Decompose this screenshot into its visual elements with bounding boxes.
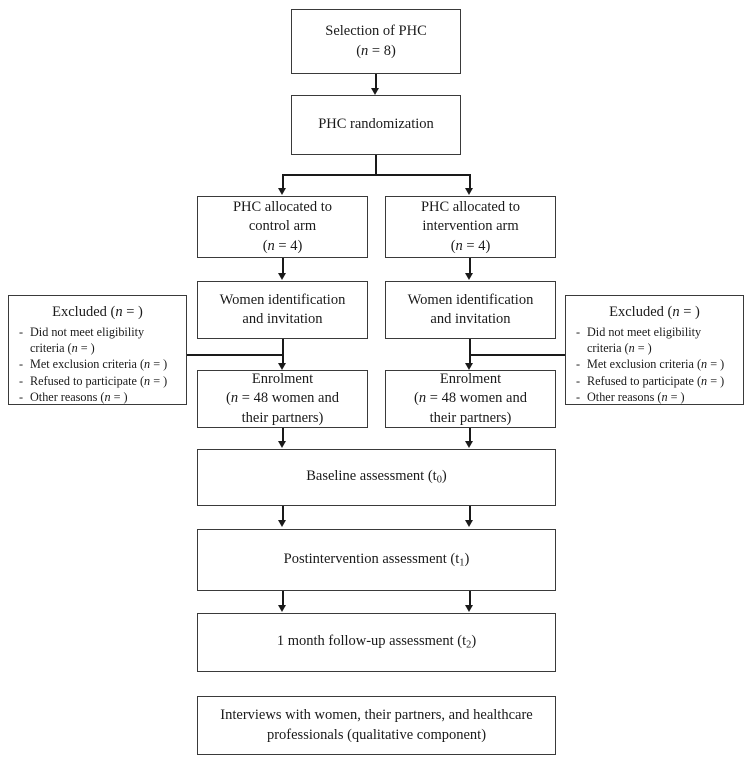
node-selection-label: Selection of PHC [325,23,427,40]
arrowhead-baseline-to-postintervention-left [278,520,287,527]
node-alloc-intervention-line2: intervention arm [422,218,519,235]
excluded-item: Met exclusion criteria (n = ) [575,357,734,373]
connector-split-right-drop [469,174,471,188]
node-enrolment-intervention-line1: (n = 48 women and [414,390,527,407]
arrowhead-baseline-to-postintervention-right [465,520,474,527]
excluded-item: Refused to participate (n = ) [18,374,177,390]
node-randomization-label: PHC randomization [318,116,434,133]
node-interviews-qualitative: Interviews with women, their partners, a… [197,696,556,755]
node-enrolment-control-title: Enrolment [251,371,314,388]
node-interviews-line1: Interviews with women, their partners, a… [220,707,533,724]
node-alloc-intervention-line1: PHC allocated to [420,199,521,216]
connector-randomization-stem [375,155,377,175]
connector-split-left-drop [282,174,284,188]
connector-baseline-to-postintervention-right [469,506,471,520]
connector-enrolment-control-to-baseline [282,428,284,441]
arrowhead-split-left [278,188,287,195]
node-women-identification-intervention: Women identification and invitation [385,281,556,339]
node-alloc-control-count: (n = 4) [262,237,303,254]
node-enrolment-intervention: Enrolment (n = 48 women and their partne… [385,370,556,428]
node-followup-assessment: 1 month follow-up assessment (t2) [197,613,556,672]
node-phc-randomization: PHC randomization [291,95,461,155]
connector-baseline-to-postintervention-left [282,506,284,520]
node-excluded-intervention: Excluded (n = ) Did not meet eligibility… [565,295,744,406]
excluded-item-text: Refused to participate (n = ) [30,373,168,388]
arrowhead-alloc-control-to-identification [278,273,287,280]
excluded-item-text: Met exclusion criteria (n = ) [587,357,725,372]
node-postintervention-label: Postintervention assessment (t1) [283,550,470,569]
excluded-item-text: Other reasons (n = ) [30,390,128,405]
arrowhead-split-right [465,188,474,195]
connector-randomization-split-bar [282,174,470,176]
node-identification-intervention-line1: Women identification [407,291,534,308]
excluded-intervention-title: Excluded (n = ) [609,304,700,320]
arrowhead-postintervention-to-followup-right [465,605,474,612]
connector-identification-intervention-to-enrolment [469,339,471,363]
excluded-control-list: Did not meet eligibility criteria (n = )… [18,325,177,406]
excluded-item-text: Refused to participate (n = ) [587,373,725,388]
node-phc-allocated-intervention: PHC allocated to intervention arm (n = 4… [385,196,556,258]
node-excluded-control: Excluded (n = ) Did not meet eligibility… [8,295,187,406]
excluded-item-text: Did not meet eligibility criteria (n = ) [587,325,702,355]
connector-alloc-intervention-to-identification [469,258,471,273]
excluded-item: Did not meet eligibility criteria (n = ) [18,325,177,357]
excluded-intervention-list: Did not meet eligibility criteria (n = )… [575,325,734,406]
node-alloc-control-line1: PHC allocated to [232,199,333,216]
node-enrolment-intervention-line2: their partners) [429,409,512,426]
connector-intervention-to-excluded-box [469,354,565,356]
excluded-item: Refused to participate (n = ) [575,374,734,390]
node-enrolment-control: Enrolment (n = 48 women and their partne… [197,370,368,428]
excluded-item: Met exclusion criteria (n = ) [18,357,177,373]
node-enrolment-intervention-title: Enrolment [439,371,502,388]
node-identification-intervention-line2: and invitation [430,311,511,327]
node-followup-label: 1 month follow-up assessment (t2) [276,633,477,651]
node-postintervention-assessment: Postintervention assessment (t1) [197,529,556,591]
node-alloc-intervention-count: (n = 4) [450,237,491,254]
connector-control-to-excluded-box [187,354,283,356]
excluded-item: Other reasons (n = ) [18,390,177,406]
arrowhead-identification-control-to-enrolment [278,363,287,370]
node-baseline-assessment: Baseline assessment (t0) [197,449,556,506]
connector-enrolment-intervention-to-baseline [469,428,471,441]
node-phc-allocated-control: PHC allocated to control arm (n = 4) [197,196,368,258]
arrowhead-identification-intervention-to-enrolment [465,363,474,370]
node-women-identification-control: Women identification and invitation [197,281,368,339]
arrowhead-postintervention-to-followup-left [278,605,287,612]
node-enrolment-control-line2: their partners) [241,409,324,426]
connector-postintervention-to-followup-left [282,591,284,605]
excluded-item: Did not meet eligibility criteria (n = ) [575,325,734,357]
excluded-item-text: Other reasons (n = ) [587,390,685,405]
node-baseline-label: Baseline assessment (t0) [306,468,447,486]
excluded-item: Other reasons (n = ) [575,390,734,406]
excluded-control-title: Excluded (n = ) [52,304,143,320]
excluded-item-text: Did not meet eligibility criteria (n = ) [30,325,145,355]
arrowhead-selection-to-randomization [371,88,380,95]
arrowhead-alloc-intervention-to-identification [465,273,474,280]
node-alloc-control-line2: control arm [248,218,317,235]
node-identification-control-line2: and invitation [242,311,323,327]
node-selection-of-phc: Selection of PHC (n = 8) [291,9,461,74]
node-interviews-line2: professionals (qualitative component) [266,726,487,743]
excluded-item-text: Met exclusion criteria (n = ) [30,357,168,372]
connector-selection-to-randomization [375,74,377,88]
node-selection-count: (n = 8) [356,42,396,59]
connector-identification-control-to-enrolment [282,339,284,363]
arrowhead-enrolment-intervention-to-baseline [465,441,474,448]
connector-postintervention-to-followup-right [469,591,471,605]
arrowhead-enrolment-control-to-baseline [278,441,287,448]
node-enrolment-control-line1: (n = 48 women and [226,390,339,407]
connector-alloc-control-to-identification [282,258,284,273]
node-identification-control-line1: Women identification [219,291,346,308]
